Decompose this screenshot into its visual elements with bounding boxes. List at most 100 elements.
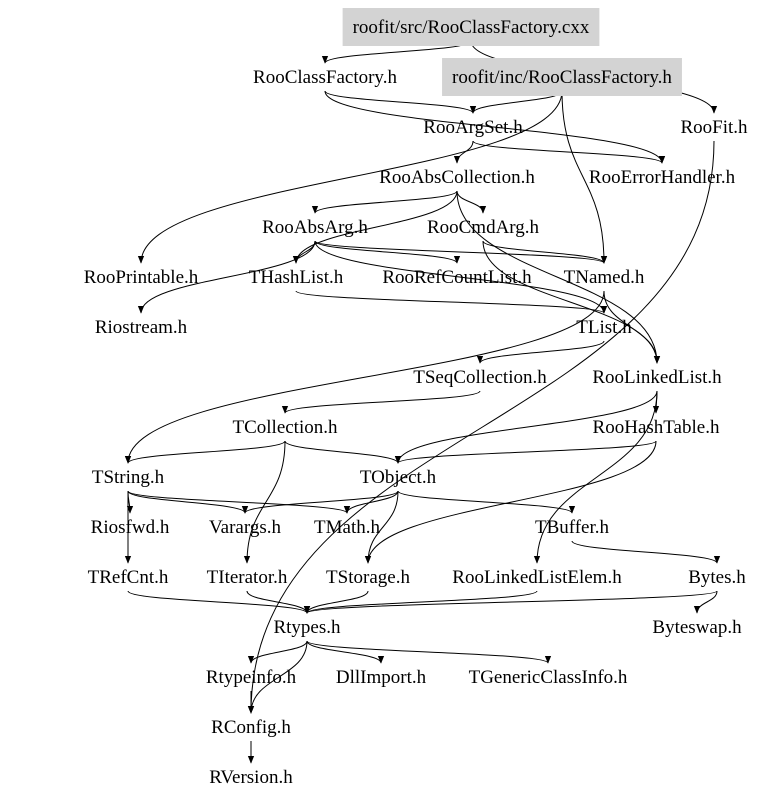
node-label: Varargs.h <box>209 517 281 538</box>
edge-tnamed-h-to-roolinkedlist-h <box>603 290 661 364</box>
node-roorefcountlist-h[interactable]: RooRefCountList.h <box>382 267 532 288</box>
node-src-cxx[interactable]: roofit/src/RooClassFactory.cxx <box>342 8 600 46</box>
edge-rooabsarg-h-to-riostream-h <box>137 240 316 314</box>
node-label: RooClassFactory.h <box>253 67 397 88</box>
node-label: RooLinkedList.h <box>592 367 722 388</box>
node-byteswap-h[interactable]: Byteswap.h <box>652 617 742 638</box>
edge-tobject-h-to-varargs-h <box>241 490 399 514</box>
edge-rooabsarg-h-to-tlist-h <box>314 240 608 314</box>
node-label: TMath.h <box>314 517 380 538</box>
node-rooprintable-h[interactable]: RooPrintable.h <box>84 267 199 288</box>
edge-inc-h-to-tnamed-h <box>561 90 608 264</box>
node-rooclassfactory-h[interactable]: RooClassFactory.h <box>253 67 397 88</box>
edge-rooabscollection-h-to-thashlist-h <box>292 190 458 264</box>
edge-thashlist-h-to-tlist-h <box>295 290 607 314</box>
node-tbuffer-h[interactable]: TBuffer.h <box>535 517 610 538</box>
node-tstring-h[interactable]: TString.h <box>92 467 165 488</box>
node-tnamed-h[interactable]: TNamed.h <box>564 267 645 288</box>
edge-rtypes-h-to-dllimport-h <box>306 640 385 664</box>
edge-rooclassfactory-h-to-rooerrorhandler-h <box>324 90 666 164</box>
node-titerator-h[interactable]: TIterator.h <box>207 567 288 588</box>
node-label: roofit/src/RooClassFactory.cxx <box>353 17 590 38</box>
node-tstorage-h[interactable]: TStorage.h <box>326 567 410 588</box>
node-riosfwd-h[interactable]: Riosfwd.h <box>91 517 170 538</box>
node-rconfig-h[interactable]: RConfig.h <box>211 717 291 738</box>
edge-rtypes-h-to-rconfig-h <box>247 640 308 714</box>
node-rooargset-h[interactable]: RooArgSet.h <box>423 117 523 138</box>
node-rooabscollection-h[interactable]: RooAbsCollection.h <box>379 167 535 188</box>
node-roolinkedlist-h[interactable]: RooLinkedList.h <box>592 367 722 388</box>
edge-inc-h-to-rooprintable-h <box>137 90 563 264</box>
node-tgenericclassinfo-h[interactable]: TGenericClassInfo.h <box>469 667 628 688</box>
edge-roolinkedlistelem-h-to-rtypes-h <box>303 590 538 614</box>
node-roofit-h[interactable]: RooFit.h <box>680 117 748 138</box>
node-label: Byteswap.h <box>652 617 742 638</box>
node-label: TBuffer.h <box>535 517 610 538</box>
edge-tobject-h-to-tmath-h <box>343 490 399 514</box>
node-tmath-h[interactable]: TMath.h <box>314 517 380 538</box>
edge-tlist-h-to-tseqcollection-h <box>476 340 605 364</box>
node-label: RooCmdArg.h <box>427 217 540 238</box>
node-bytes-h[interactable]: Bytes.h <box>688 567 746 588</box>
node-inc-h[interactable]: roofit/inc/RooClassFactory.h <box>442 58 682 96</box>
node-varargs-h[interactable]: Varargs.h <box>209 517 281 538</box>
node-label: THashList.h <box>249 267 344 288</box>
node-label: TCollection.h <box>232 417 338 438</box>
node-label: TStorage.h <box>326 567 410 588</box>
node-tlist-h[interactable]: TList.h <box>576 317 632 338</box>
edges-layer <box>124 40 721 764</box>
node-rooerrorhandler-h[interactable]: RooErrorHandler.h <box>589 167 736 188</box>
node-label: Rtypes.h <box>273 617 341 638</box>
highlight-box <box>442 58 682 96</box>
node-tcollection-h[interactable]: TCollection.h <box>232 417 338 438</box>
edge-rooargset-h-to-rooabscollection-h <box>453 140 474 164</box>
edge-tnamed-h-to-tstring-h <box>124 290 605 464</box>
node-label: TString.h <box>92 467 165 488</box>
node-roocmdarg-h[interactable]: RooCmdArg.h <box>427 217 540 238</box>
edge-tcollection-h-to-tobject-h <box>284 440 402 464</box>
node-label: RooArgSet.h <box>423 117 523 138</box>
node-tobject-h[interactable]: TObject.h <box>360 467 437 488</box>
node-label: RooRefCountList.h <box>382 267 532 288</box>
node-label: Rtypeinfo.h <box>206 667 297 688</box>
edge-tseqcollection-h-to-tcollection-h <box>281 390 481 414</box>
node-label: DllImport.h <box>336 667 427 688</box>
edge-bytes-h-to-rtypes-h <box>304 590 718 614</box>
node-rooabsarg-h[interactable]: RooAbsArg.h <box>262 217 368 238</box>
edge-rtypes-h-to-rtypeinfo-h <box>247 640 308 664</box>
node-label: TList.h <box>576 317 632 338</box>
edge-rooabscollection-h-to-roocmdarg-h <box>456 190 487 214</box>
node-label: Riostream.h <box>95 317 188 338</box>
edge-bytes-h-to-byteswap-h <box>693 590 718 614</box>
edge-rooargset-h-to-rooerrorhandler-h <box>472 140 666 164</box>
node-trefcnt-h[interactable]: TRefCnt.h <box>88 567 169 588</box>
node-rversion-h[interactable]: RVersion.h <box>209 767 293 788</box>
nodes-layer: roofit/src/RooClassFactory.cxxRooClassFa… <box>84 8 748 788</box>
edge-rooabscollection-h-to-rooabsarg-h <box>311 190 458 214</box>
node-roohashtable-h[interactable]: RooHashTable.h <box>593 417 720 438</box>
edge-roolinkedlist-h-to-roolinkedlistelem-h <box>533 390 658 564</box>
edge-titerator-h-to-rtypes-h <box>246 590 311 614</box>
edge-tbuffer-h-to-bytes-h <box>571 540 721 564</box>
node-rtypes-h[interactable]: Rtypes.h <box>273 617 341 638</box>
node-tseqcollection-h[interactable]: TSeqCollection.h <box>413 367 547 388</box>
node-label: RooHashTable.h <box>593 417 720 438</box>
node-rtypeinfo-h[interactable]: Rtypeinfo.h <box>206 667 297 688</box>
node-dllimport-h[interactable]: DllImport.h <box>336 667 427 688</box>
edge-roohashtable-h-to-tobject-h <box>394 440 657 464</box>
node-label: RVersion.h <box>209 767 293 788</box>
node-thashlist-h[interactable]: THashList.h <box>249 267 344 288</box>
node-roolinkedlistelem-h[interactable]: RooLinkedListElem.h <box>452 567 622 588</box>
node-label: Riosfwd.h <box>91 517 170 538</box>
node-label: RConfig.h <box>211 717 291 738</box>
node-label: TIterator.h <box>207 567 288 588</box>
edge-roocmdarg-h-to-roolinkedlist-h <box>482 240 661 364</box>
node-riostream-h[interactable]: Riostream.h <box>95 317 188 338</box>
edge-rooabscollection-h-to-roolinkedlist-h <box>456 190 661 364</box>
edge-roohashtable-h-to-tstorage-h <box>364 440 657 564</box>
node-label: roofit/inc/RooClassFactory.h <box>452 67 672 88</box>
node-label: RooAbsCollection.h <box>379 167 535 188</box>
node-label: TGenericClassInfo.h <box>469 667 628 688</box>
node-label: RooLinkedListElem.h <box>452 567 622 588</box>
edge-tstring-h-to-varargs-h <box>127 490 249 514</box>
